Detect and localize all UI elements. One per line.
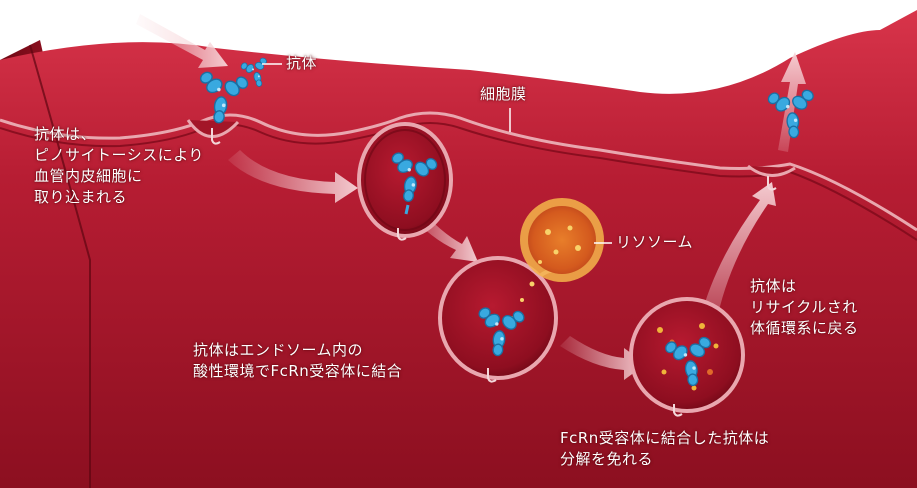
endosome-caption: 抗体はエンドソーム内の 酸性環境でFcRn受容体に結合	[193, 340, 402, 382]
degrade-caption: FcRn受容体に結合した抗体は 分解を免れる	[560, 428, 769, 470]
lysosome-label: リソソーム	[616, 232, 693, 253]
recycle-caption: 抗体は リサイクルされ 体循環系に戻る	[750, 276, 859, 339]
antibody-label: 抗体	[286, 53, 317, 74]
pinocytosis-caption: 抗体は、 ピノサイトーシスにより 血管内皮細胞に 取り込まれる	[34, 124, 204, 208]
membrane-label: 細胞膜	[480, 84, 527, 105]
